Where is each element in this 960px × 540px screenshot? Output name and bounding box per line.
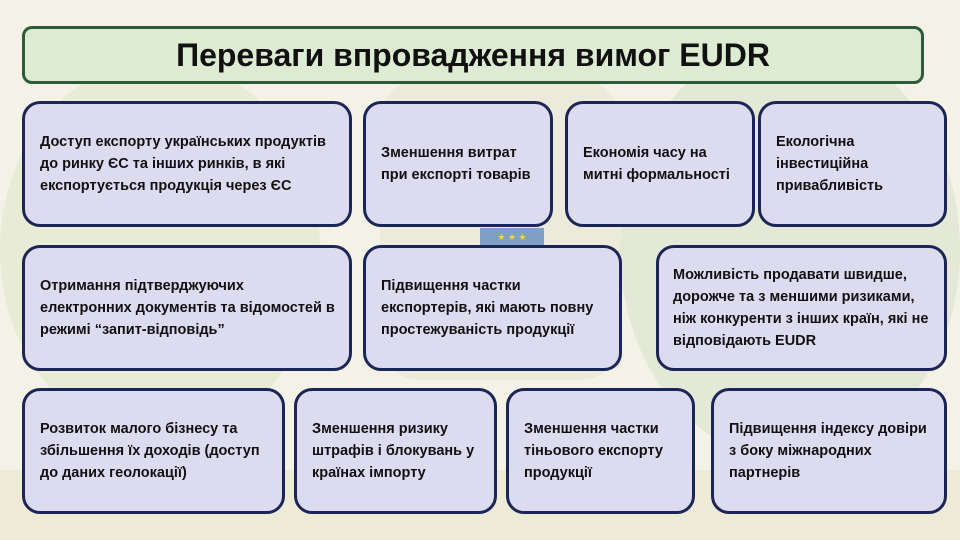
benefit-card: Економія часу на митні формальності [565, 101, 755, 227]
benefit-card: Зменшення ризику штрафів і блокувань у к… [294, 388, 497, 514]
page-title: Переваги впровадження вимог EUDR [176, 36, 770, 73]
benefit-text: Підвищення частки експортерів, які мають… [381, 278, 594, 338]
benefit-card: Зменшення частки тіньового експорту прод… [506, 388, 695, 514]
benefit-text: Екологічна інвестиційна привабливість [776, 134, 884, 194]
benefit-card: Екологічна інвестиційна привабливість [758, 101, 947, 227]
eu-flag-icon: ★ ★ ★ [480, 228, 544, 246]
benefit-card: Отримання підтверджуючих електронних док… [22, 245, 352, 371]
benefit-text: Зменшення витрат при експорті товарів [381, 145, 531, 183]
benefit-card: Можливість продавати швидше, дорожче та … [656, 245, 947, 371]
benefit-text: Зменшення ризику штрафів і блокувань у к… [312, 421, 475, 481]
benefit-card: Підвищення частки експортерів, які мають… [363, 245, 622, 371]
benefit-text: Можливість продавати швидше, дорожче та … [673, 267, 929, 349]
title-banner: Переваги впровадження вимог EUDR [22, 26, 924, 84]
benefit-text: Доступ експорту українських продуктів до… [40, 134, 326, 194]
benefit-card: Доступ експорту українських продуктів до… [22, 101, 352, 227]
benefit-card: Розвиток малого бізнесу та збільшення їх… [22, 388, 285, 514]
benefit-text: Економія часу на митні формальності [583, 145, 730, 183]
benefit-card: Підвищення індексу довіри з боку міжнаро… [711, 388, 947, 514]
benefit-text: Зменшення частки тіньового експорту прод… [524, 421, 663, 481]
benefit-card: Зменшення витрат при експорті товарів [363, 101, 553, 227]
benefit-text: Підвищення індексу довіри з боку міжнаро… [729, 421, 927, 481]
benefit-text: Отримання підтверджуючих електронних док… [40, 278, 335, 338]
benefit-text: Розвиток малого бізнесу та збільшення їх… [40, 421, 260, 481]
